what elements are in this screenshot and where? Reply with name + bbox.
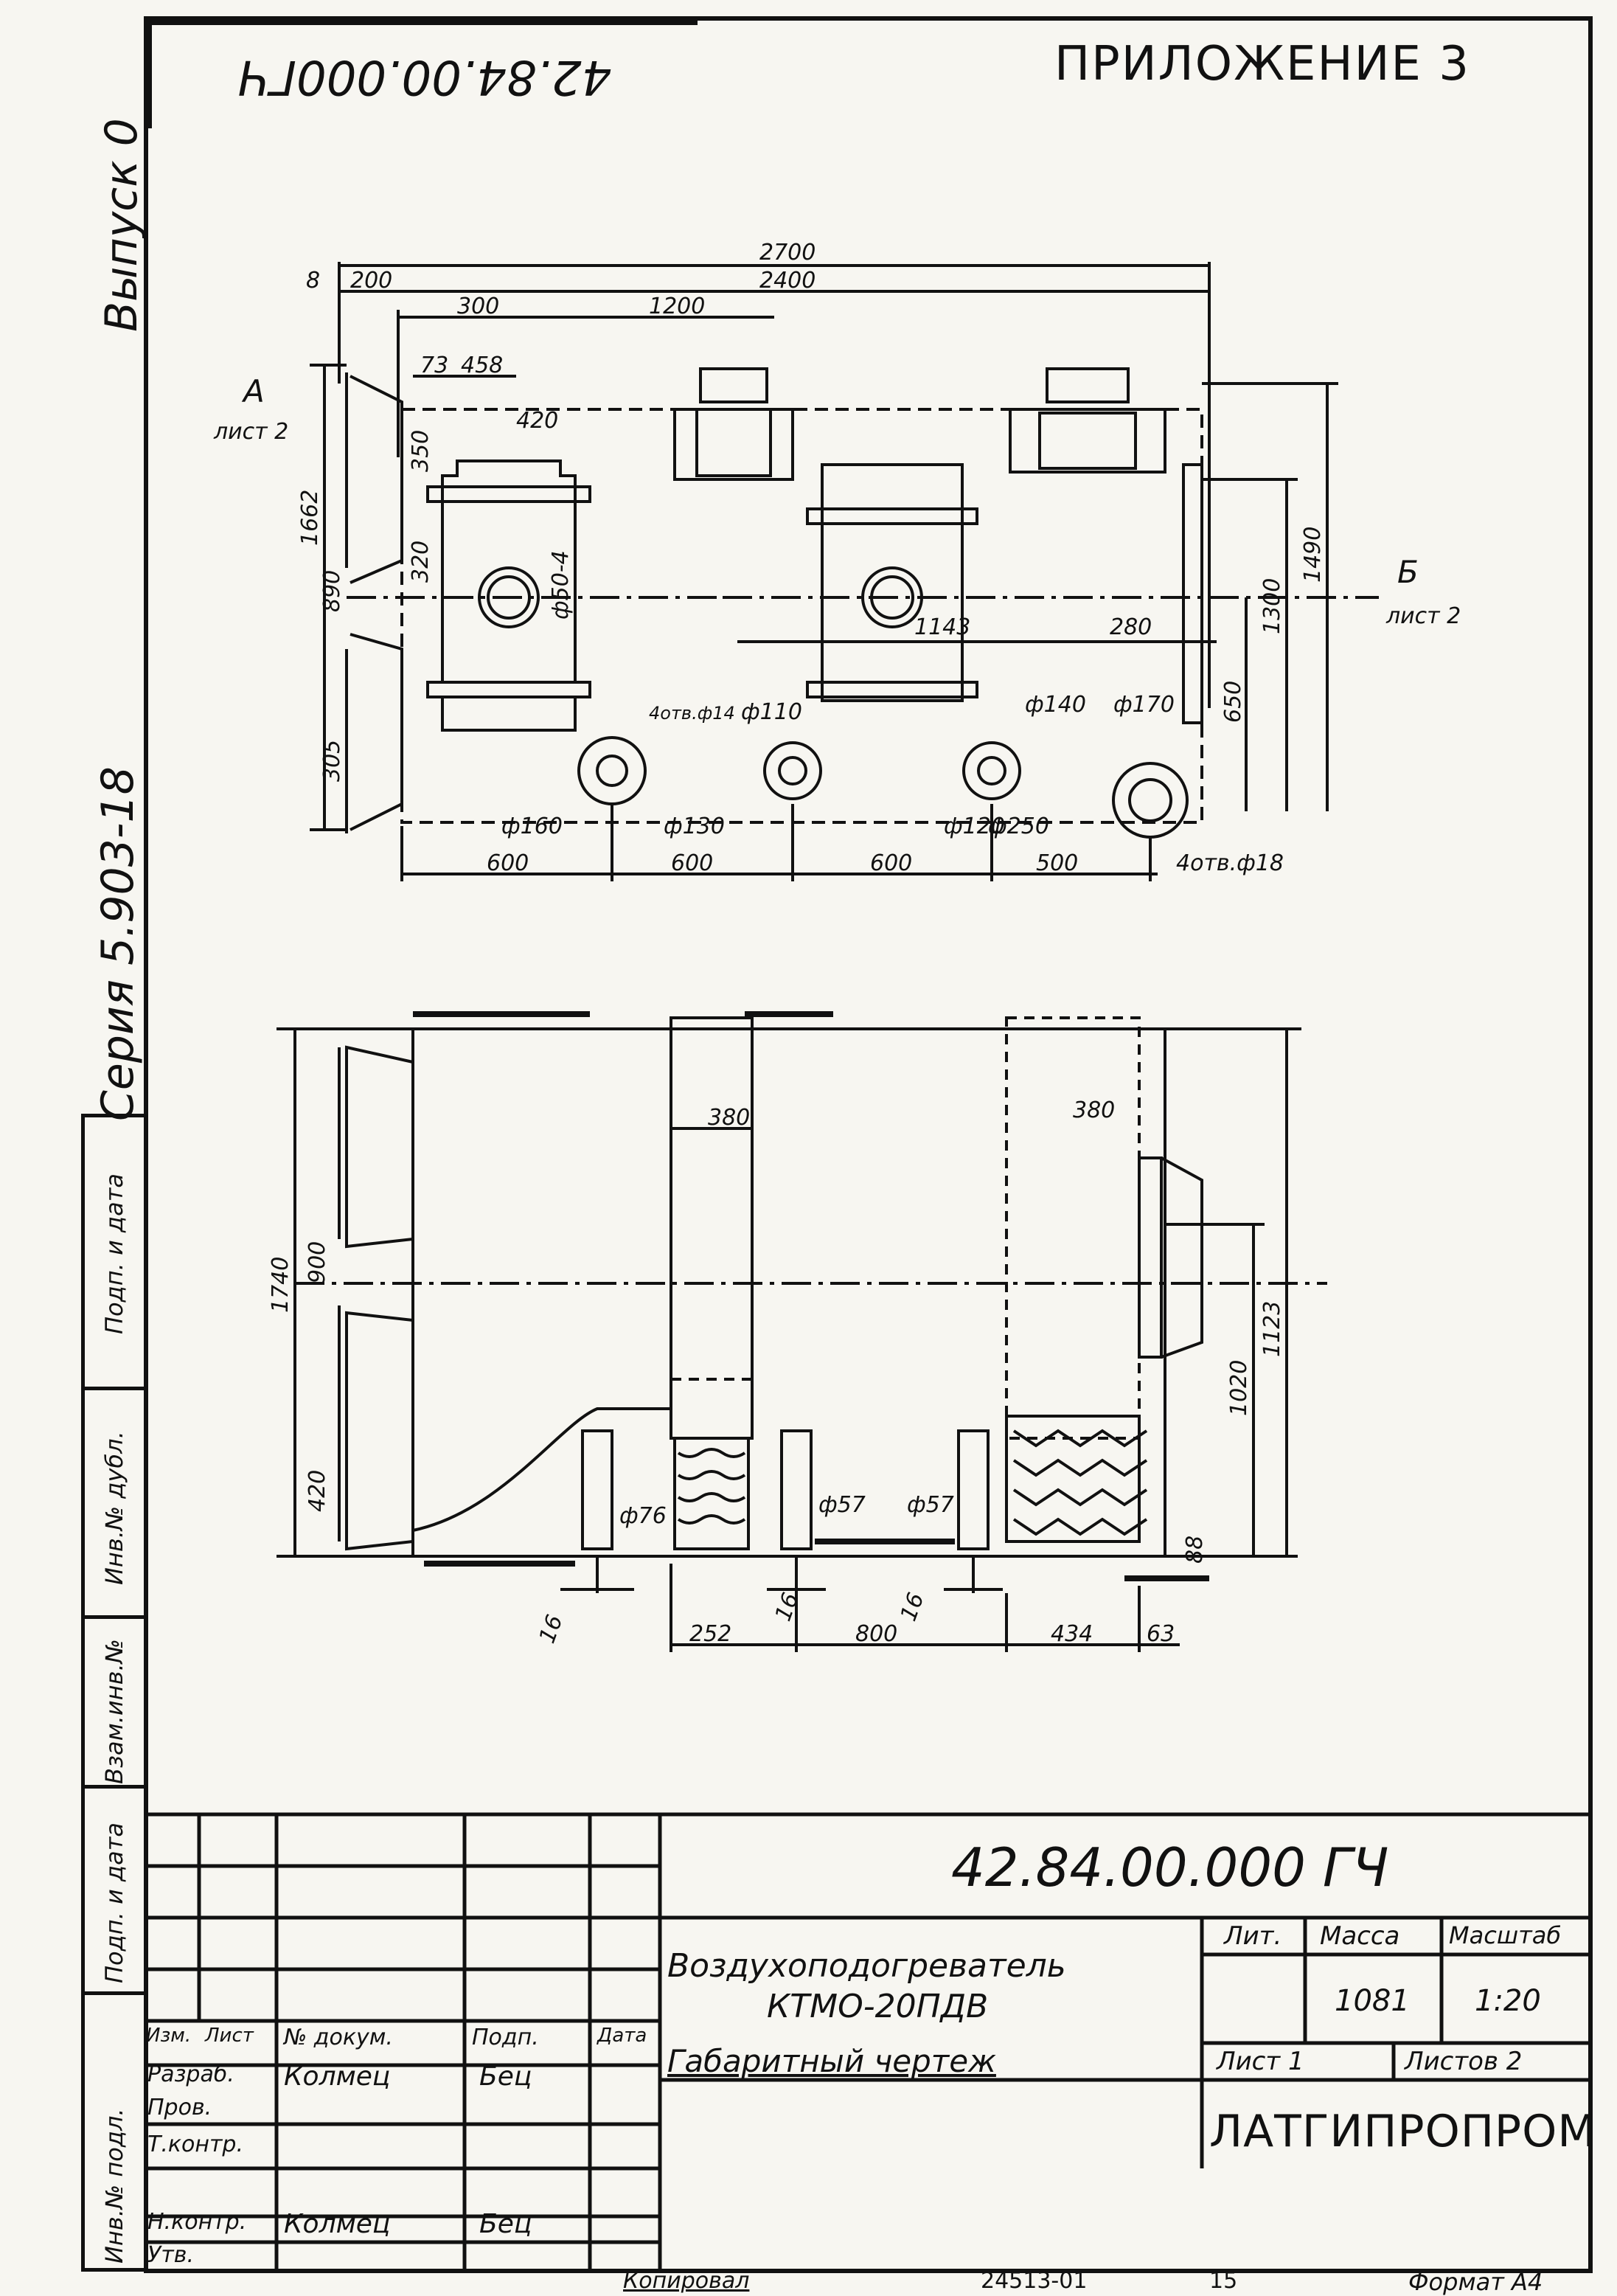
dim-458: 458 — [461, 353, 503, 378]
strip-inv-orig: Инв.№ подл. — [100, 2108, 128, 2264]
section-b-label: Б — [1397, 554, 1419, 590]
footer-copied: Копировал — [623, 2268, 750, 2294]
pipe-76: ф76 — [619, 1503, 667, 1529]
pipe-57-a: ф57 — [818, 1492, 866, 1518]
role-approved: Утв. — [147, 2242, 194, 2268]
footer-format: Формат А4 — [1408, 2268, 1543, 2296]
dim-1740: 1740 — [268, 1257, 293, 1313]
strip-sign-date-1: Подп. и дата — [100, 1822, 128, 1983]
technical-drawing: 2700 2400 8 200 300 1200 73 458 420 1662… — [213, 240, 1461, 1652]
dim-73: 73 — [420, 353, 448, 378]
drawing-type: Габаритный чертеж — [667, 2043, 996, 2079]
holes-4x18: 4отв.ф18 — [1176, 850, 1284, 876]
mass-value: 1081 — [1335, 1984, 1410, 2018]
dim-320: 320 — [408, 541, 434, 583]
role-checked: Пров. — [147, 2095, 212, 2120]
label-1143: 1143 — [914, 614, 970, 640]
left-binding-strip — [81, 1114, 144, 2272]
dim-252: 252 — [689, 1621, 731, 1647]
role-tech-control: Т.контр. — [147, 2132, 244, 2157]
dim-500: 500 — [1036, 850, 1078, 876]
footer-num: 15 — [1209, 2268, 1238, 2294]
developer-name: Колмец — [284, 2061, 391, 2092]
dim-420-front: 420 — [305, 1470, 330, 1512]
footer-order: 24513-01 — [981, 2268, 1088, 2294]
pipe-57-b: ф57 — [907, 1492, 954, 1518]
dim-900: 900 — [305, 1241, 330, 1283]
col-doc: № докум. — [284, 2025, 393, 2050]
norm-control-name: Колмец — [284, 2209, 391, 2239]
dim-434: 434 — [1051, 1621, 1093, 1647]
label-16-a: 16 — [535, 1612, 568, 1647]
dim-305: 305 — [319, 740, 345, 782]
scale-label: Масштаб — [1449, 1921, 1562, 1949]
section-b-sheet: лист 2 — [1385, 603, 1461, 629]
col-list: Лист — [205, 2025, 254, 2047]
organization: ЛАТГИПРОПРОМ — [1209, 2106, 1597, 2157]
drawing-frame — [144, 16, 1593, 2273]
product-model: КТМО-20ПДВ — [767, 1988, 989, 2025]
col-sign: Подп. — [472, 2025, 539, 2050]
dim-63: 63 — [1147, 1621, 1175, 1647]
section-a-label: А — [241, 373, 265, 409]
dim-280: 280 — [1110, 614, 1152, 640]
label-380-b: 380 — [1073, 1097, 1115, 1123]
dim-890: 890 — [319, 570, 345, 612]
dim-200: 200 — [350, 268, 392, 294]
nozzle-160: ф160 — [501, 814, 563, 839]
nozzle-170: ф170 — [1113, 692, 1175, 718]
nozzle-110: ф110 — [741, 699, 802, 725]
role-norm-control: Н.контр. — [147, 2209, 247, 2235]
dim-650: 650 — [1220, 681, 1246, 723]
dim-1020: 1020 — [1226, 1360, 1252, 1416]
label-f50: ф50-4 — [548, 550, 574, 620]
dim-420: 420 — [516, 408, 558, 434]
dim-600-c: 600 — [870, 850, 912, 876]
nozzle-250: ф250 — [988, 814, 1049, 839]
sheet-label: Лист 1 — [1217, 2047, 1304, 2076]
col-date: Дата — [597, 2025, 647, 2047]
role-developer: Разраб. — [147, 2061, 234, 2087]
dim-1123: 1123 — [1259, 1301, 1285, 1357]
label-88: 88 — [1182, 1536, 1208, 1564]
norm-control-sign: Бец — [479, 2209, 532, 2239]
label-16-b: 16 — [771, 1589, 804, 1625]
col-izm: Изм. — [146, 2025, 192, 2047]
mass-label: Масса — [1320, 1921, 1400, 1951]
sheets-label: Листов 2 — [1405, 2047, 1523, 2076]
dim-8: 8 — [306, 268, 320, 294]
dim-800: 800 — [855, 1621, 897, 1647]
dim-1200: 1200 — [649, 294, 705, 319]
dim-600-b: 600 — [671, 850, 713, 876]
dim-350: 350 — [408, 430, 434, 472]
label-16-c: 16 — [896, 1589, 930, 1625]
label-380-a: 380 — [708, 1105, 750, 1131]
dim-1490: 1490 — [1300, 527, 1326, 583]
doc-code: 42.84.00.000 ГЧ — [951, 1837, 1389, 1898]
developer-sign: Бец — [479, 2061, 532, 2092]
appendix-label: ПРИЛОЖЕНИЕ 3 — [1054, 37, 1470, 91]
dim-300: 300 — [457, 294, 499, 319]
holes-4x14: 4отв.ф14 — [649, 703, 735, 724]
dim-1300: 1300 — [1259, 578, 1285, 634]
nozzle-130: ф130 — [664, 814, 725, 839]
dim-1662: 1662 — [297, 490, 323, 546]
scale-value: 1:20 — [1475, 1984, 1541, 2018]
product-name: Воздухоподогреватель — [667, 1947, 1066, 1985]
dim-600-a: 600 — [487, 850, 529, 876]
nozzle-140: ф140 — [1025, 692, 1086, 718]
dim-2400: 2400 — [759, 268, 816, 294]
section-a-sheet: лист 2 — [213, 419, 288, 445]
nozzle-120: ф120 — [944, 814, 1005, 839]
dim-2700: 2700 — [759, 240, 816, 266]
lit-label: Лит. — [1224, 1921, 1282, 1951]
